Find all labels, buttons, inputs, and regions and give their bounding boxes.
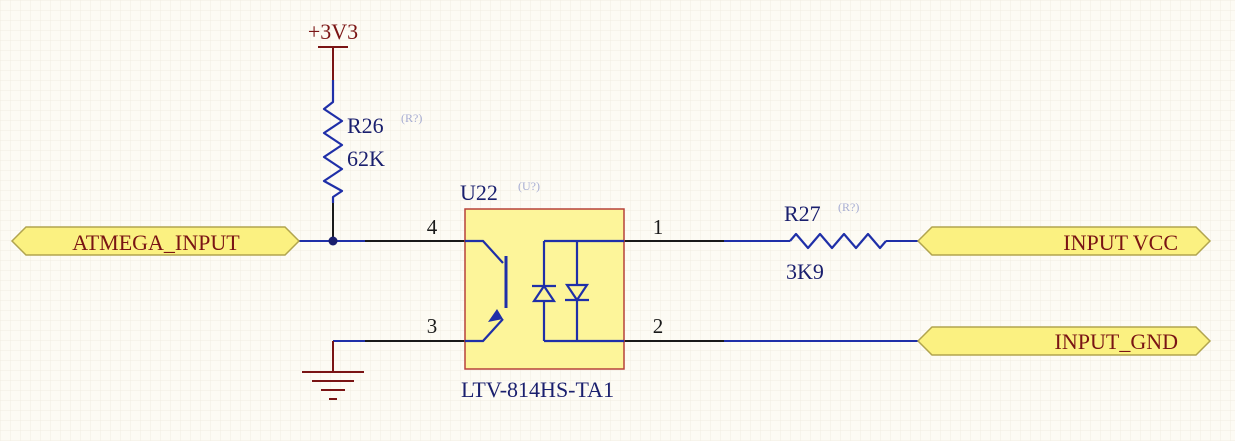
- led-icon: [531, 241, 590, 341]
- u22-part-number: LTV-814HS-TA1: [461, 377, 614, 402]
- u22-designator: U22: [460, 180, 498, 205]
- junction-dot[interactable]: [328, 236, 338, 246]
- u22-pin-1: 1: [653, 215, 664, 239]
- r26-value: 62K: [347, 146, 385, 171]
- vcc-label: +3V3: [308, 19, 358, 44]
- port-shape: [916, 326, 1212, 356]
- optocoupler-u22[interactable]: 4 3 1 2 U22 (U?) LTV-814HS-TA1: [427, 179, 664, 402]
- resistor-r26[interactable]: R26 (R?) 62K: [322, 80, 422, 203]
- r27-hint: (R?): [838, 200, 859, 214]
- resistor-r27[interactable]: R27 (R?) 3K9: [784, 200, 887, 284]
- u22-pin-3: 3: [427, 314, 438, 338]
- power-bar-icon: [318, 46, 348, 80]
- resistor-icon: [789, 232, 887, 250]
- r26-designator: R26: [347, 113, 384, 138]
- port-input-vcc[interactable]: INPUT VCC: [916, 226, 1212, 256]
- u22-pin-4: 4: [427, 215, 438, 239]
- port-label: ATMEGA_INPUT: [72, 230, 240, 255]
- r26-hint: (R?): [401, 111, 422, 125]
- port-shape: [916, 226, 1212, 256]
- u22-hint: (U?): [518, 179, 540, 193]
- u22-pin-2: 2: [653, 314, 664, 338]
- vcc-power-symbol[interactable]: +3V3: [308, 19, 358, 80]
- port-label: INPUT_GND: [1055, 329, 1178, 354]
- resistor-icon: [322, 80, 344, 203]
- ground-icon[interactable]: [302, 341, 364, 400]
- port-input-gnd[interactable]: INPUT_GND: [916, 326, 1212, 356]
- port-label: INPUT VCC: [1063, 230, 1178, 255]
- r27-value: 3K9: [786, 259, 824, 284]
- phototransistor-icon: [488, 256, 508, 322]
- port-atmega-input[interactable]: ATMEGA_INPUT: [10, 226, 301, 256]
- r27-designator: R27: [784, 201, 821, 226]
- port-shape: [10, 226, 301, 256]
